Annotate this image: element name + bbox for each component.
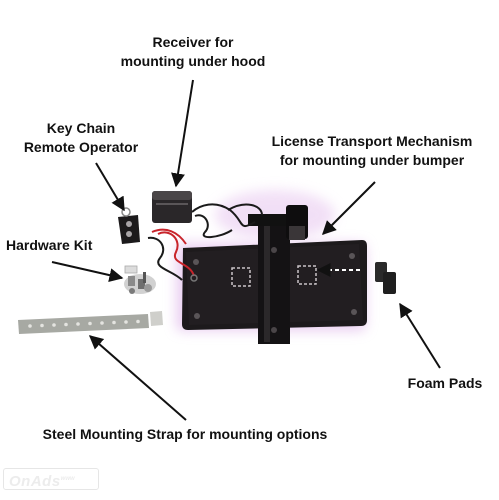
arrow-receiver <box>171 79 194 188</box>
bolt-icon <box>271 327 277 333</box>
receiver-box <box>152 191 192 223</box>
hardware-kit-label: Hardware Kit <box>6 237 93 253</box>
ring-terminal-icon <box>190 274 198 282</box>
receiver-label-line2: mounting under hood <box>120 53 266 69</box>
license-transport-label: License Transport Mechanism for mounting… <box>262 132 482 170</box>
plate-slot <box>231 267 251 287</box>
receiver-label: Receiver for mounting under hood <box>108 33 278 71</box>
key-fob-remote <box>118 207 140 244</box>
license-transport-label-line1: License Transport Mechanism <box>271 133 473 149</box>
foam-pads <box>375 262 396 294</box>
remote-button-icon <box>126 221 132 227</box>
arrow-keychain <box>95 162 125 212</box>
onads-watermark-logo: OnAdswww <box>3 468 99 490</box>
callout-arrows <box>51 79 441 421</box>
arrow-hardware <box>51 261 124 283</box>
steel-strap <box>18 311 163 334</box>
plate-hole-icon <box>351 309 357 315</box>
arrow-license <box>322 181 376 235</box>
plate-slot <box>297 265 317 285</box>
steel-strap-label: Steel Mounting Strap for mounting option… <box>42 426 328 442</box>
hardware-kit <box>124 265 156 294</box>
arrow-foam <box>399 302 441 369</box>
watermark-suffix: www <box>60 476 75 482</box>
watermark-text: OnAds <box>9 473 61 490</box>
plate-hole-icon <box>194 313 200 319</box>
transport-bracket <box>248 205 308 344</box>
remote-button-icon <box>126 231 132 237</box>
key-chain-label: Key Chain Remote Operator <box>6 119 156 157</box>
key-chain-label-line1: Key Chain <box>46 120 116 136</box>
plate-hole-icon <box>193 259 199 265</box>
bolt-icon <box>271 247 277 253</box>
foam-pads-label: Foam Pads <box>407 375 483 391</box>
plate-hole-icon <box>349 253 355 259</box>
receiver-label-line1: Receiver for <box>152 34 234 50</box>
key-chain-label-line2: Remote Operator <box>23 139 139 155</box>
arrow-strap <box>88 335 187 421</box>
license-transport-label-line2: for mounting under bumper <box>279 152 465 168</box>
wiring-harness <box>147 203 263 282</box>
